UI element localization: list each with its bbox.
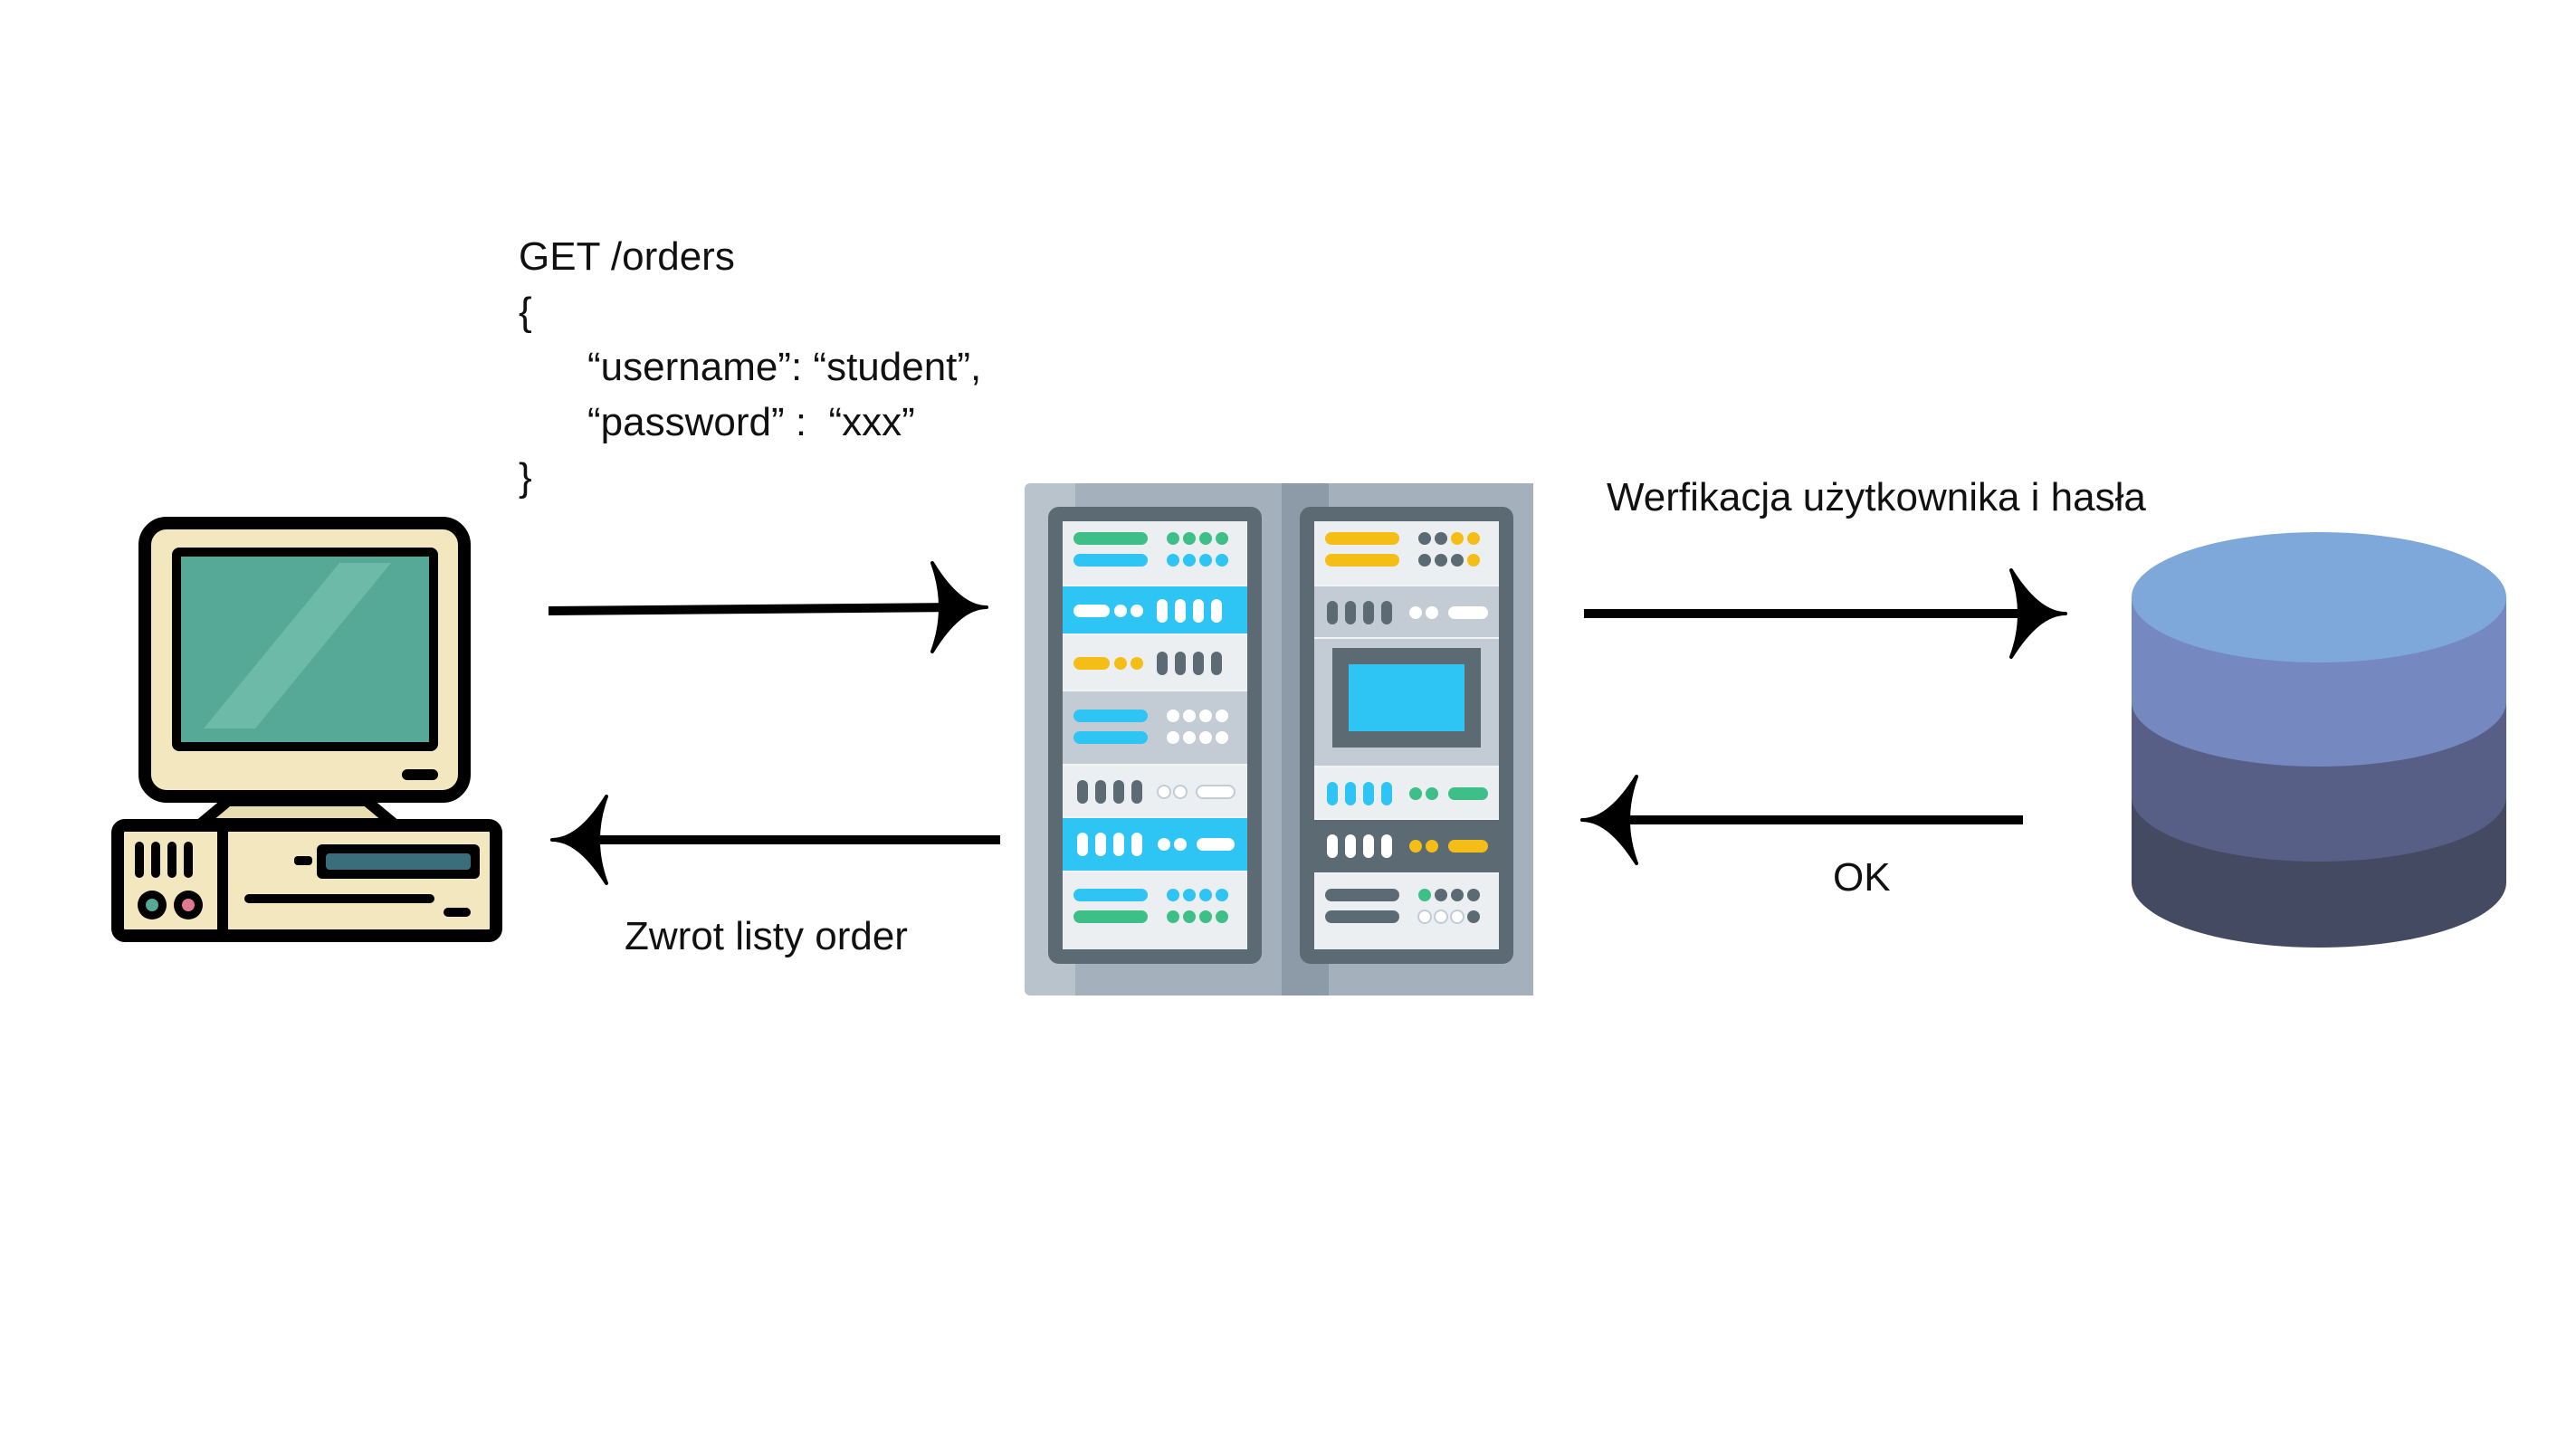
verification-arrow [1584,568,2067,659]
request-payload: GET /orders { “username”: “student”, “pa… [519,229,981,505]
desktop-computer-icon [111,517,502,942]
request-username-line: “username”: “student”, [587,345,982,389]
ok-arrow [1580,775,2023,865]
verification-label: Werfikacja użytkownika i hasła [1607,475,2146,519]
request-open-brace: { [519,290,532,334]
request-close-brace: } [519,455,532,500]
server-rack-icon [1025,483,1533,996]
request-password-line: “password” : “xxx” [587,400,915,444]
ok-label: OK [1833,855,1891,900]
return-list-label: Zwrot listy order [625,914,908,958]
response-arrow [550,795,1000,885]
request-arrow [548,561,988,653]
database-icon [2132,532,2506,948]
request-method-line: GET /orders [519,234,735,279]
